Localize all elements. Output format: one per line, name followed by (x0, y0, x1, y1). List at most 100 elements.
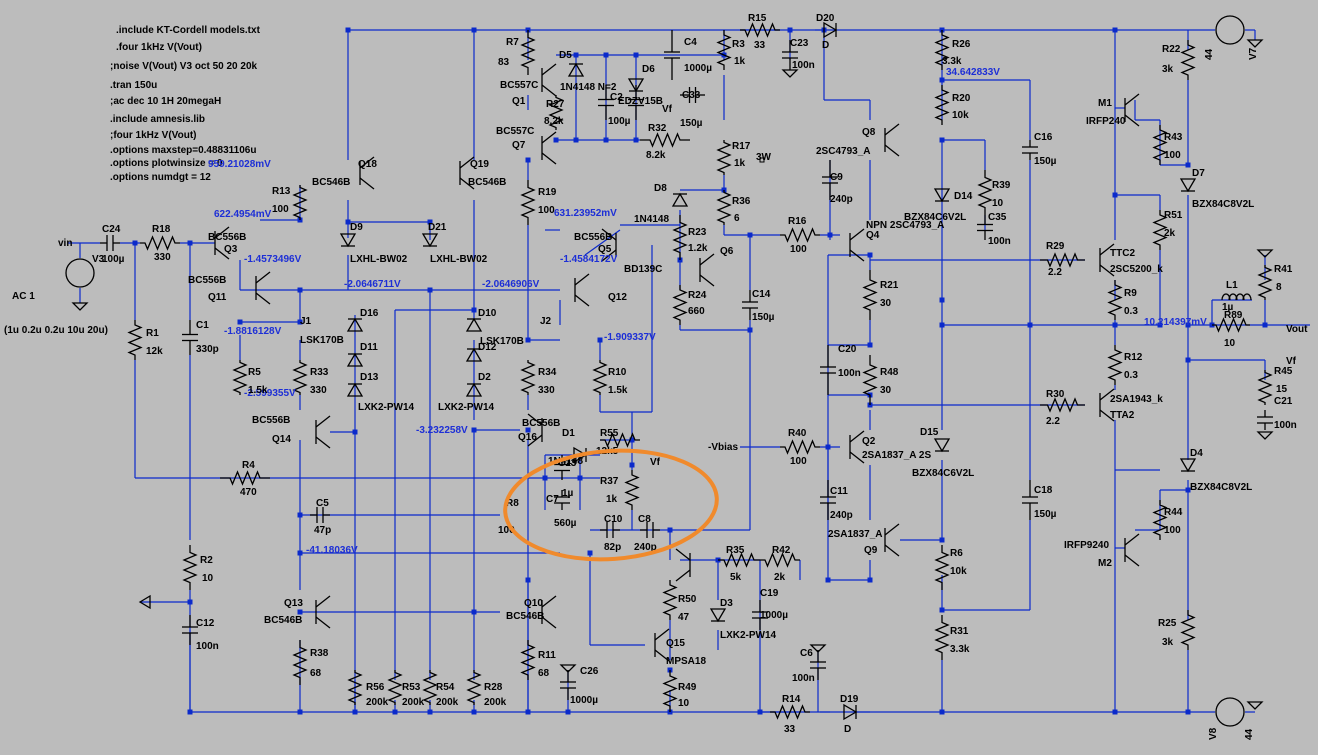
r55-symbol[interactable] (600, 432, 640, 448)
component-ref: R5 (248, 367, 261, 378)
node-voltage: -2.0646711V (344, 279, 401, 290)
r54-symbol[interactable] (422, 670, 438, 705)
junction (1112, 192, 1118, 198)
diode-symbol[interactable] (567, 62, 585, 77)
component-ref: C6 (800, 648, 813, 659)
r42-symbol[interactable] (760, 552, 800, 568)
r40-symbol[interactable] (780, 439, 820, 455)
net-label-vbias: -Vbias (708, 442, 738, 453)
r44-symbol[interactable] (1152, 500, 1168, 540)
r11-symbol[interactable] (520, 640, 536, 680)
diode-symbol[interactable] (465, 317, 483, 332)
diode-symbol[interactable] (843, 703, 858, 721)
junction (633, 137, 639, 143)
r35-symbol[interactable] (718, 552, 760, 568)
r18-symbol[interactable] (140, 235, 180, 251)
component-ref: R12 (1124, 352, 1143, 363)
r10-symbol[interactable] (592, 360, 608, 395)
r28-symbol[interactable] (466, 670, 482, 705)
junction (603, 52, 609, 58)
junction (1185, 357, 1191, 363)
r22-symbol[interactable] (1180, 40, 1196, 80)
diode-symbol[interactable] (671, 192, 689, 207)
r30-symbol[interactable] (1040, 397, 1085, 413)
r24-symbol[interactable] (672, 285, 688, 325)
r25-symbol[interactable] (1180, 610, 1196, 650)
diode-symbol[interactable] (346, 352, 364, 367)
diode-symbol[interactable] (465, 382, 483, 397)
component-ref: R11 (538, 650, 556, 661)
junction (939, 607, 945, 613)
r12-symbol[interactable] (1107, 345, 1123, 385)
diode-symbol[interactable] (1179, 178, 1197, 193)
component-value: MPSA18 (666, 656, 706, 667)
r1-symbol[interactable] (127, 320, 143, 360)
r23-symbol[interactable] (672, 215, 688, 260)
component-ref: D6 (642, 64, 655, 75)
voltage-source[interactable] (65, 258, 95, 288)
component-ref: D21 (428, 222, 447, 233)
r89-symbol[interactable] (1212, 317, 1250, 333)
diode-symbol[interactable] (465, 347, 483, 362)
r20-symbol[interactable] (934, 85, 950, 125)
r41-symbol[interactable] (1257, 265, 1273, 300)
junction (867, 342, 873, 348)
diode-symbol[interactable] (709, 608, 727, 623)
r19-symbol[interactable] (520, 180, 536, 225)
r31-symbol[interactable] (934, 615, 950, 660)
r9-symbol[interactable] (1107, 280, 1123, 320)
r3-symbol[interactable] (716, 30, 732, 70)
r34-symbol[interactable] (520, 360, 536, 395)
diode-symbol[interactable] (933, 188, 951, 203)
r14-symbol[interactable] (770, 704, 810, 720)
r15-symbol[interactable] (740, 22, 780, 38)
r4-symbol[interactable] (220, 470, 270, 486)
r53-symbol[interactable] (387, 670, 403, 705)
junction (633, 52, 639, 58)
component-value: 100 (498, 525, 515, 536)
r36-symbol[interactable] (716, 190, 732, 225)
component-ref: L1 (1226, 280, 1238, 291)
r49-symbol[interactable] (662, 670, 678, 712)
r7-symbol[interactable] (520, 30, 536, 75)
supply-source-v8[interactable] (1215, 697, 1245, 727)
r56-symbol[interactable] (347, 670, 363, 705)
r5-symbol[interactable] (232, 360, 248, 395)
supply-source-v7[interactable] (1215, 15, 1245, 45)
junction (1157, 322, 1163, 328)
r6-symbol[interactable] (934, 545, 950, 590)
r27-symbol[interactable] (548, 95, 564, 130)
r26-symbol[interactable] (934, 30, 950, 70)
diode-symbol[interactable] (933, 438, 951, 453)
r32-symbol[interactable] (640, 132, 690, 148)
r2-symbol[interactable] (182, 545, 198, 590)
r38-symbol[interactable] (292, 640, 308, 685)
component-value: 3.3k (950, 644, 970, 655)
diode-symbol[interactable] (346, 382, 364, 397)
r33-symbol[interactable] (292, 360, 308, 395)
inductor-symbol[interactable] (1242, 293, 1252, 301)
components-layer (65, 15, 1274, 727)
r39-symbol[interactable] (977, 170, 993, 215)
r45-symbol[interactable] (1257, 370, 1273, 405)
r48-symbol[interactable] (862, 355, 878, 405)
diode-symbol[interactable] (346, 317, 364, 332)
r51-symbol[interactable] (1152, 210, 1168, 250)
diode-symbol[interactable] (1179, 458, 1197, 473)
diode-symbol[interactable] (421, 233, 439, 248)
r13-symbol[interactable] (292, 185, 308, 220)
diode-symbol[interactable] (627, 78, 645, 93)
component-ref: Q1 (512, 96, 526, 107)
diode-symbol[interactable] (823, 21, 838, 39)
r16-symbol[interactable] (780, 227, 820, 243)
r37-symbol[interactable] (624, 470, 640, 510)
r21-symbol[interactable] (862, 270, 878, 320)
r17-symbol[interactable] (716, 140, 732, 175)
r50-symbol[interactable] (662, 580, 678, 620)
r29-symbol[interactable] (1040, 252, 1085, 268)
r43-symbol[interactable] (1152, 125, 1168, 165)
component-value: 100n (792, 60, 815, 71)
diode-symbol[interactable] (339, 233, 357, 248)
component-value: NPN 2SC4793_A (866, 220, 944, 231)
